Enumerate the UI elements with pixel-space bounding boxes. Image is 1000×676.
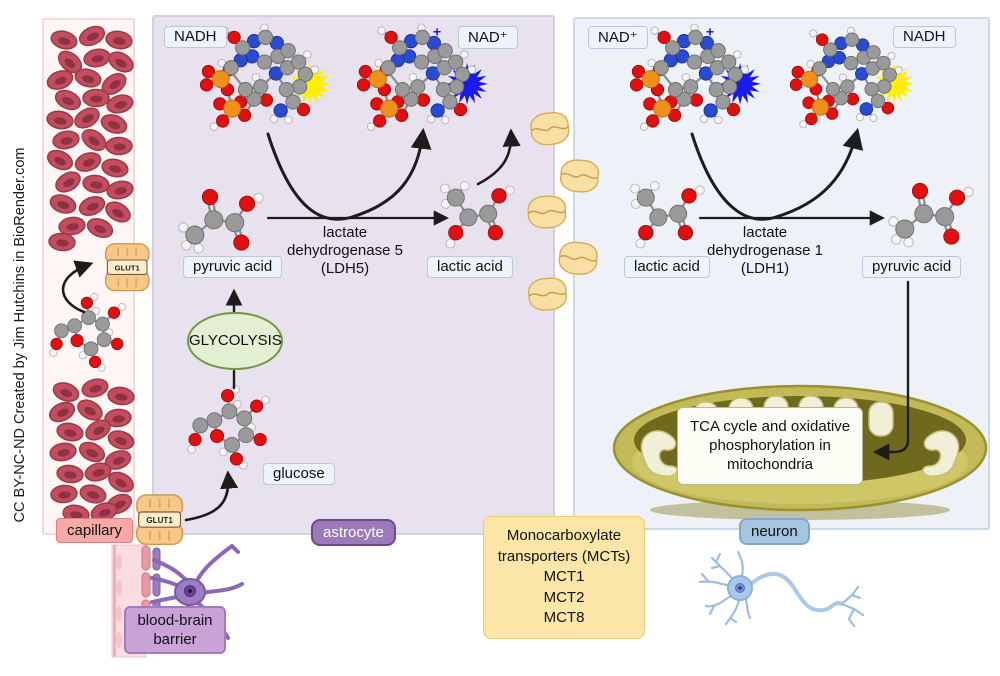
glut1-transporter-astrocyte: GLUT1 [135, 493, 184, 546]
arrow-pyruvate-to-mitochondria [872, 280, 910, 461]
ldh1-enzyme-label: lactate dehydrogenase 1 (LDH1) [690, 224, 840, 278]
nad-plus-molecule-astrocyte: + [356, 22, 488, 132]
bbb-line1: blood-brain [137, 612, 213, 629]
mct-transporters [526, 110, 600, 313]
lactic-acid-label-astrocyte: lactic acid [427, 256, 513, 278]
bbb-line2: barrier [153, 631, 197, 648]
lactic-acid-label-neuron: lactic acid [624, 256, 710, 278]
glycolysis-node: GLYCOLYSIS [187, 312, 283, 370]
tca-line1: TCA cycle and oxidative [689, 418, 851, 435]
mct-note-box: Monocarboxylate transporters (MCTs) MCT1… [483, 516, 645, 639]
tca-line3: mitochondria [727, 456, 813, 473]
neuron-tag: neuron [739, 518, 810, 545]
ldh1-line1: lactate [742, 224, 788, 241]
ldh5-enzyme-label: lactate dehydrogenase 5 (LDH5) [270, 224, 420, 278]
lactic-acid-molecule-astrocyte [439, 180, 516, 250]
nad-plus-label-neuron: NAD⁺ [588, 26, 648, 49]
glut1-transporter-capillary: GLUT1 [104, 242, 150, 292]
arrow-glut1-to-glucose [184, 470, 239, 522]
astrocyte-tag: astrocyte [311, 519, 396, 546]
ldh1-line3: (LDH1) [740, 260, 790, 277]
glucose-molecule-astrocyte [186, 384, 271, 471]
mct-line1: Monocarboxylate [506, 527, 622, 544]
tca-cycle-box: TCA cycle and oxidative phosphorylation … [677, 407, 863, 485]
arrow-nadh-to-nad-astrocyte [266, 127, 432, 221]
nadh-label-astrocyte: NADH [164, 26, 227, 48]
nadh-label-neuron: NADH [893, 26, 956, 48]
mct-line4: MCT2 [543, 588, 585, 606]
arrow-lactate-to-mct [476, 128, 521, 186]
nad-plus-charge: + [706, 24, 714, 40]
pyruvic-acid-label-astrocyte: pyruvic acid [183, 256, 283, 278]
tca-line2: phosphorylation in [709, 437, 831, 454]
pyruvic-acid-label-neuron: pyruvic acid [862, 256, 962, 278]
ldh5-line2: dehydrogenase 5 [287, 242, 403, 259]
arrow-glucose-to-glut1 [61, 260, 94, 314]
nad-plus-charge: + [433, 24, 441, 40]
ldh5-line3: (LDH5) [320, 260, 370, 277]
mct-line2: transporters (MCTs) [497, 547, 631, 565]
glut1-label: GLUT1 [115, 263, 141, 272]
neuron-cell [698, 550, 865, 628]
glucose-label: glucose [263, 463, 335, 485]
capillary-tag: capillary [56, 518, 134, 543]
mct-line3: MCT1 [543, 568, 585, 585]
glucose-molecule-capillary [48, 292, 127, 373]
pyruvic-acid-molecule-neuron [887, 182, 975, 249]
flow-arrows [61, 127, 910, 522]
mct-line5: MCT8 [543, 609, 585, 626]
pyruvic-acid-molecule-astrocyte [177, 188, 265, 255]
ldh5-line1: lactate [322, 224, 368, 241]
nad-plus-label-astrocyte: NAD⁺ [458, 26, 518, 49]
ldh1-line2: dehydrogenase 1 [707, 242, 823, 259]
blood-brain-barrier-tag: blood-brain barrier [124, 606, 226, 654]
credit-text: CC BY-NC-ND Created by Jim Hutchins in B… [12, 147, 28, 523]
nad-plus-molecule-neuron: + [629, 22, 761, 132]
glut1-label: GLUT1 [146, 516, 173, 525]
arrow-nad-to-nadh-neuron [690, 127, 864, 221]
